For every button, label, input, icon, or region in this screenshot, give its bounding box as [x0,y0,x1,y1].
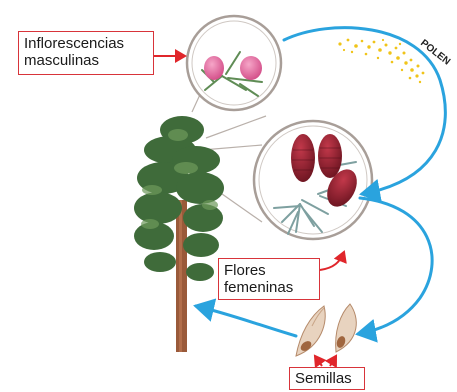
arrow-seeds-to-tree [196,306,296,336]
pine-seed-icon [296,304,356,356]
male-inflorescence-label-line1: Inflorescencias [24,35,148,52]
female-flowers-label-line2: femeninas [224,279,314,296]
male-inflorescence-label-line2: masculinas [24,52,148,69]
seeds-label: Semillas [289,367,365,390]
female-flowers-circle [254,121,372,239]
arrow-label-to-seeds [315,356,336,366]
pine-tree-icon [134,116,224,352]
male-inflorescence-circle [187,16,281,110]
male-inflorescence-label: Inflorescencias masculinas [18,31,154,75]
female-flowers-label: Flores femeninas [218,258,320,300]
female-flowers-label-line1: Flores [224,262,314,279]
arrow-female-to-seeds [358,198,432,334]
seeds-label-text: Semillas [295,370,359,387]
arrow-label-to-female [320,252,344,270]
